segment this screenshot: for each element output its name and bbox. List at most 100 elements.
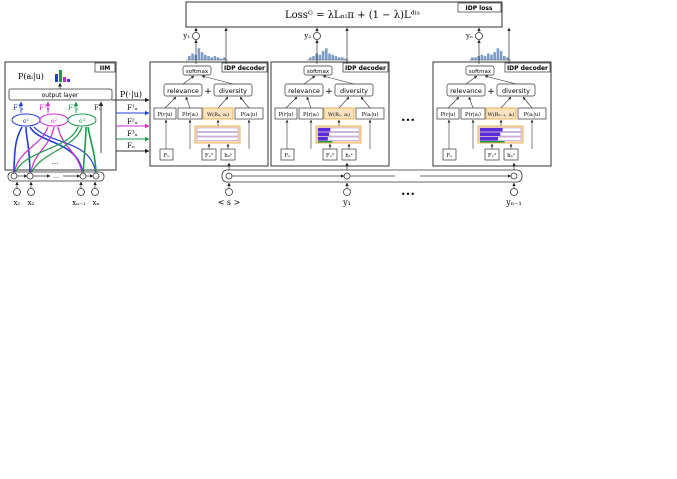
output-histogram <box>307 48 349 61</box>
bottom-input-y1: y₁ <box>342 198 351 207</box>
histogram-bar <box>188 56 191 60</box>
histogram-bar <box>474 57 477 60</box>
p-a-u: P(aᵢ|u) <box>362 111 379 118</box>
histogram-bar <box>487 53 490 60</box>
p-r-u: P(r|u) <box>278 111 293 118</box>
item-memory-bars <box>315 125 362 144</box>
output-histogram <box>186 48 228 61</box>
plus-sign: + <box>487 87 495 97</box>
item-memory-bars <box>194 125 241 144</box>
encoder-nodes: ... <box>10 172 100 180</box>
histogram-bar <box>213 56 217 60</box>
diversity-label: diversity <box>340 87 368 95</box>
decoder-title: IDP decoder <box>345 65 386 72</box>
iim-dots: ... <box>52 158 59 166</box>
decoder-title: IDP decoder <box>507 65 548 72</box>
histogram-bar <box>341 57 344 60</box>
iim-f1-label: F¹ᵤ <box>13 104 24 112</box>
histogram-bar <box>309 57 312 60</box>
output-node <box>192 32 200 40</box>
decoder-rail: < s > y₁ yₙ₋₁ <box>218 162 523 207</box>
iim-inputs: x₁ x₂ xₙ₋₁ xₙ <box>13 181 100 207</box>
middle-connectors: P(·|u) F¹ᵤ F²ᵤ F³ᵤ Fᵤ <box>112 90 150 154</box>
loss-box: Lossᴳ = λLₙₗᴨ + (1 − λ)Lᵈⁱˢ IDP loss <box>185 1 503 28</box>
histogram-bar <box>344 58 347 60</box>
middle-f2-label: F²ᵤ <box>127 118 138 126</box>
input-x1: x₁ <box>14 199 21 207</box>
histogram-bar <box>200 52 204 60</box>
output-label: y₁ <box>182 32 190 40</box>
output-label: y₂ <box>303 32 311 40</box>
histogram-bar <box>210 57 213 60</box>
histogram-bar <box>483 56 487 60</box>
input-x2: x₂ <box>28 199 35 207</box>
decoder-title: IDP decoder <box>224 65 265 72</box>
p-r-u: P(r|u) <box>157 111 172 118</box>
decoder-input-right: h₀ˢ <box>224 153 232 159</box>
p-r-u: P(r|u) <box>440 111 455 118</box>
middle-prob-label: P(·|u) <box>120 90 142 99</box>
middle-f4-label: Fᵤ <box>127 142 135 150</box>
p-r-a: P(r|aᵢ) <box>182 111 198 118</box>
relevance-label: relevance <box>288 87 320 95</box>
plus-sign: + <box>204 87 212 97</box>
p-a-u: P(aᵢ|u) <box>524 111 541 118</box>
ellipse-3-label: e³ <box>79 118 86 125</box>
output-node <box>313 32 321 40</box>
item-memory-bars <box>477 125 524 144</box>
loss-formula: Lossᴳ = λLₙₗᴨ + (1 − λ)Lᵈⁱˢ <box>285 10 420 21</box>
decoder-input-left: Fᵤ <box>163 153 170 159</box>
input-xn: xₙ <box>93 199 100 207</box>
p-a-u: P(aᵢ|u) <box>241 111 258 118</box>
iim-panel: IIM P(aᵢ|u) output layer F¹ᵤ F²ᵤ F³ᵤ Fᵤ … <box>4 61 117 207</box>
histogram-bar <box>490 54 493 60</box>
diversity-label: diversity <box>219 87 247 95</box>
decoder-input-right: h₁ˢ <box>345 153 353 159</box>
histogram-bar <box>318 54 322 60</box>
decoder-input-left: Fᵤ <box>446 153 453 159</box>
ellipse-1-label: e¹ <box>23 118 29 125</box>
iim-prob-label: P(aᵢ|u) <box>18 72 44 81</box>
relevance-label: relevance <box>167 87 199 95</box>
histogram-bar <box>325 48 328 60</box>
bottom-input-yn-1: yₙ₋₁ <box>505 198 521 207</box>
input-ellipsis: ••• <box>401 190 415 199</box>
output-layer-label: output layer <box>42 92 79 99</box>
output-node <box>475 32 483 40</box>
bottom-input-start: < s > <box>218 198 241 207</box>
decoder-input-left: Fᵤ <box>284 153 291 159</box>
p-r-a: P(r|aᵢ) <box>303 111 319 118</box>
decoder-ellipsis: ••• <box>401 116 415 125</box>
histogram-bar <box>334 56 338 60</box>
decoder-input-mid: Fₓ² <box>326 152 334 159</box>
output-histogram <box>469 48 511 61</box>
middle-f3-label: F³ᵤ <box>127 130 138 138</box>
histogram-bar <box>197 48 201 60</box>
w-r-a: W(Rₙ₋₁, aᵢ) <box>488 111 515 118</box>
iim-title: IIM <box>100 65 110 72</box>
histogram-bar <box>496 48 500 60</box>
encoder-dots: ... <box>53 173 59 180</box>
softmax-label: softmax <box>186 69 209 75</box>
loss-title: IDP loss <box>465 5 492 12</box>
histogram-bar <box>493 52 496 60</box>
middle-f1-label: F¹ᵤ <box>127 104 138 112</box>
w-r-a: W(R₀, aᵢ) <box>207 111 229 118</box>
iim-f2-label: F²ᵤ <box>39 104 50 112</box>
diversity-label: diversity <box>502 87 530 95</box>
bar-chart-icon <box>55 70 70 82</box>
idp-decoder-2: IDP decodery₂softmaxrelevance+diversityP… <box>270 27 390 167</box>
histogram-bar <box>191 53 194 60</box>
histogram-bar <box>312 56 315 60</box>
histogram-bar <box>499 50 503 60</box>
histogram-bar <box>471 57 474 60</box>
softmax-label: softmax <box>307 69 330 75</box>
relevance-label: relevance <box>450 87 482 95</box>
histogram-bar <box>216 57 220 60</box>
histogram-bar <box>223 57 226 60</box>
idp-decoder-3: IDP decoderyₙsoftmaxrelevance+diversityP… <box>432 27 552 167</box>
ellipse-2-label: e² <box>51 118 58 125</box>
histogram-bar <box>328 53 331 60</box>
